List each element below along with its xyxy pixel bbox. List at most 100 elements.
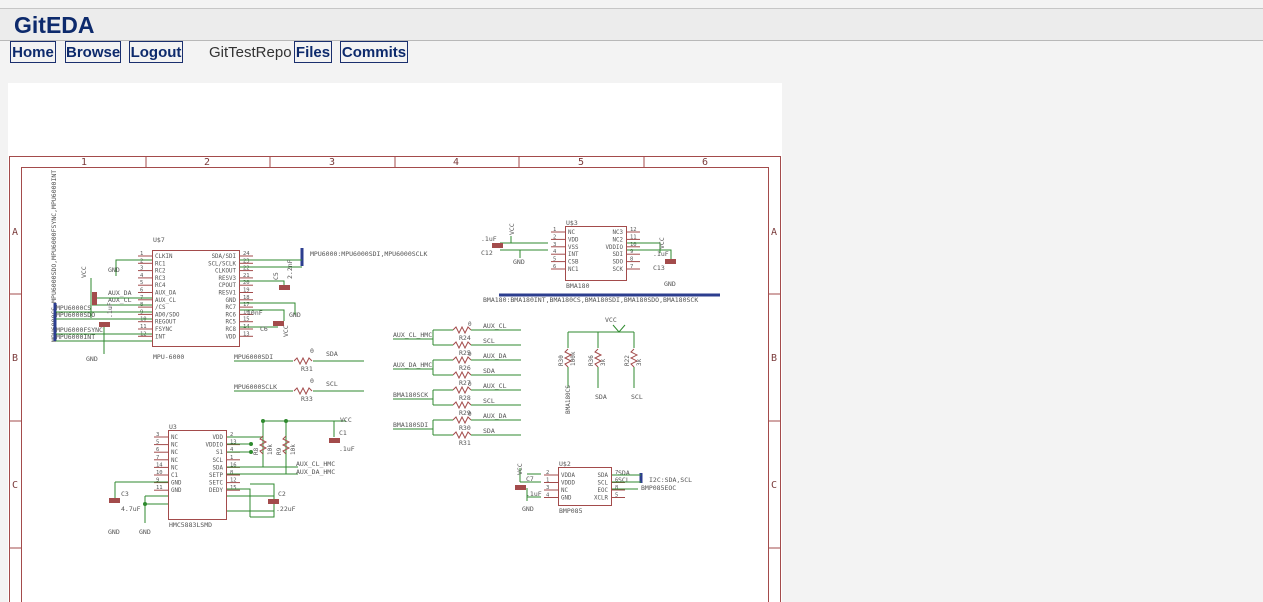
bma180-left-pin-num: 1 bbox=[553, 227, 556, 233]
hmc-gnd-1: GND bbox=[108, 528, 120, 536]
mpu-vcc2-label: VCC bbox=[282, 325, 290, 337]
hmc-left-pin-num: 10 bbox=[156, 470, 163, 476]
mpu6000-right-pin-name: SCL/SCLK bbox=[208, 261, 236, 267]
commits-button[interactable]: Commits bbox=[340, 41, 408, 63]
frame-col-3: 3 bbox=[329, 157, 335, 168]
bma180-left-pin-name: INT bbox=[568, 252, 579, 258]
hmc-vcc: VCC bbox=[340, 416, 352, 424]
mpu-gnd-3: GND bbox=[86, 355, 98, 363]
mpu6000-name: U$7 bbox=[153, 236, 165, 244]
hmc-right-pin-name: SETC bbox=[209, 481, 223, 487]
bmp085-right-pin-name: EOC bbox=[598, 488, 609, 494]
hmc-right-pin-name: DEDY bbox=[209, 488, 223, 494]
mux-out-label: SDA bbox=[483, 367, 495, 375]
mux-res-label: R26 bbox=[459, 364, 471, 372]
hmc-right-pin-name: VDDIO bbox=[206, 443, 224, 449]
mpu-bus-label: MPU6000:MPU6000SDI,MPU6000SCLK bbox=[310, 250, 427, 258]
mpu-gnd-2: GND bbox=[289, 311, 301, 319]
mpu6000-right-pin-num: 16 bbox=[243, 309, 250, 315]
bmp085-value: BMP085 bbox=[559, 507, 583, 515]
mpu6000-right-pin-name: CPOUT bbox=[219, 283, 237, 289]
bma180-left-pin-num: 6 bbox=[553, 264, 556, 270]
mpu6000-right-pin-name: RESV3 bbox=[219, 276, 237, 282]
files-button[interactable]: Files bbox=[294, 41, 332, 63]
pullup-net-label: BMA180CS bbox=[565, 385, 572, 414]
bma180-right-pin-name: VDDIO bbox=[606, 245, 624, 251]
pullup-res-label: R22 bbox=[624, 355, 631, 366]
hmc-res-label: R9 bbox=[276, 447, 283, 455]
bma180-right-pin-name: SDO bbox=[613, 260, 624, 266]
bmp085-left-pin-name: NC bbox=[561, 488, 568, 494]
hmc-cap-c2: C2 bbox=[278, 490, 286, 498]
mux-resistor-symbol bbox=[452, 385, 472, 395]
pullup-resistor-symbol bbox=[593, 348, 603, 368]
bmp085-left-pin-num: 2 bbox=[546, 470, 549, 476]
vertical-bus-label: MPU6000CS,MPU6000SDO,MPU6000FSYNC,MPU600… bbox=[50, 170, 58, 342]
hmc-res-value: 10k bbox=[290, 444, 297, 455]
mpu-net-fsync: MPU6000FSYNC bbox=[56, 326, 103, 334]
mpu6000-left-pin-num: 5 bbox=[140, 280, 143, 286]
hmc5883l-component[interactable]: U3 HMC5883LSMD NC3NC5NC6NC7NC14C110GND9G… bbox=[154, 423, 240, 529]
mpu6000-left-pin-name: AUX_CL bbox=[155, 298, 176, 304]
mpu6000-right-pin-num: 19 bbox=[243, 288, 250, 294]
mux-res-value: 0 bbox=[468, 321, 472, 328]
pullup-resistor-symbol bbox=[629, 348, 639, 368]
mpu6000-right-pin-name: SDA/SDI bbox=[212, 254, 236, 260]
hmc-right-pin-name: SETP bbox=[209, 473, 223, 479]
hmc-left-pin-num: 11 bbox=[156, 485, 163, 491]
frame-row-b-left: B bbox=[12, 353, 18, 364]
hmc-left-pin-num: 6 bbox=[156, 447, 159, 453]
pullup-vcc-arrow bbox=[612, 324, 626, 333]
bmp085-left-pin-name: VDDA bbox=[561, 473, 575, 479]
mux-res-label: R25 bbox=[459, 349, 471, 357]
mux-resistor-symbol bbox=[452, 340, 472, 350]
mpu6000-right-pin-num: 21 bbox=[243, 273, 250, 279]
pullup-resistor-symbol bbox=[563, 348, 573, 368]
mux-out-label: AUX_CL bbox=[483, 322, 507, 330]
mpu6000-left-pin-num: 10 bbox=[140, 317, 147, 323]
bma180-left-pin-name: CSB bbox=[568, 260, 579, 266]
mux-in-label: BMA180SCK bbox=[393, 391, 428, 399]
bmp085-left-pin-name: VDDD bbox=[561, 481, 575, 487]
hmc-name: U3 bbox=[169, 423, 177, 431]
mpu6000-right-pin-name: RESV1 bbox=[219, 291, 237, 297]
mpu6000-left-pin-name: RC3 bbox=[155, 276, 166, 282]
spi-net-label: MPU6000SDI bbox=[234, 353, 273, 361]
mpu6000-component[interactable]: U$7 MPU-6000 CLKIN1RC12RC23RC34RC45AUX_D… bbox=[138, 236, 253, 361]
home-button[interactable]: Home bbox=[10, 41, 56, 63]
mpu-cap-c6: C6 bbox=[260, 325, 268, 333]
mpu6000-left-pin-num: 6 bbox=[140, 288, 143, 294]
bma180-left-pin-name: VSS bbox=[568, 245, 579, 251]
hmc-right-pin-name: SCL bbox=[213, 458, 224, 464]
hmc-resistor-symbol bbox=[258, 435, 268, 455]
bma180-right-pin-name: NC2 bbox=[613, 237, 623, 243]
pullup-res-value: 3k bbox=[600, 358, 607, 366]
frame-row-c-right: C bbox=[771, 480, 777, 491]
bmp085-left-pin-num: 3 bbox=[546, 485, 549, 491]
mux-resistor-symbol bbox=[452, 400, 472, 410]
spi-net-label: MPU6000SCLK bbox=[234, 383, 277, 391]
mpu6000-right-pin-name: RC8 bbox=[226, 327, 237, 333]
browse-button[interactable]: Browse bbox=[65, 41, 121, 63]
app-logo[interactable]: GitEDA bbox=[14, 12, 95, 38]
pullup-net-label: SDA bbox=[595, 393, 607, 401]
mpu6000-left-pin-name: AD0/SDO bbox=[155, 312, 180, 318]
mux-out-label: SCL bbox=[483, 397, 495, 405]
bma180-right-pin-num: 11 bbox=[630, 234, 637, 240]
mpu6000-right-pin-num: 18 bbox=[243, 295, 250, 301]
pullup-res-value: 3k bbox=[636, 358, 643, 366]
schematic-view[interactable]: 1 2 3 4 5 6 A B C A B C MPU6000CS,MPU600… bbox=[8, 83, 782, 602]
mpu-net-cs: MPU6000CS bbox=[56, 304, 91, 312]
bma180-right-pin-name: SCK bbox=[613, 267, 624, 273]
hmc-right-pin-name: VDD bbox=[213, 435, 224, 441]
logout-button[interactable]: Logout bbox=[129, 41, 183, 63]
bma-gnd-1: GND bbox=[513, 258, 525, 266]
mpu6000-right-pin-name: VDD bbox=[226, 334, 237, 340]
hmc-resistor-symbol bbox=[281, 435, 291, 455]
bma-cap-c13: C13 bbox=[653, 264, 665, 272]
frame-col-1: 1 bbox=[81, 157, 87, 168]
bmp085-right-pin-name: SCL bbox=[598, 481, 609, 487]
schematic-drawing: 1 2 3 4 5 6 A B C A B C MPU6000CS,MPU600… bbox=[9, 156, 781, 602]
